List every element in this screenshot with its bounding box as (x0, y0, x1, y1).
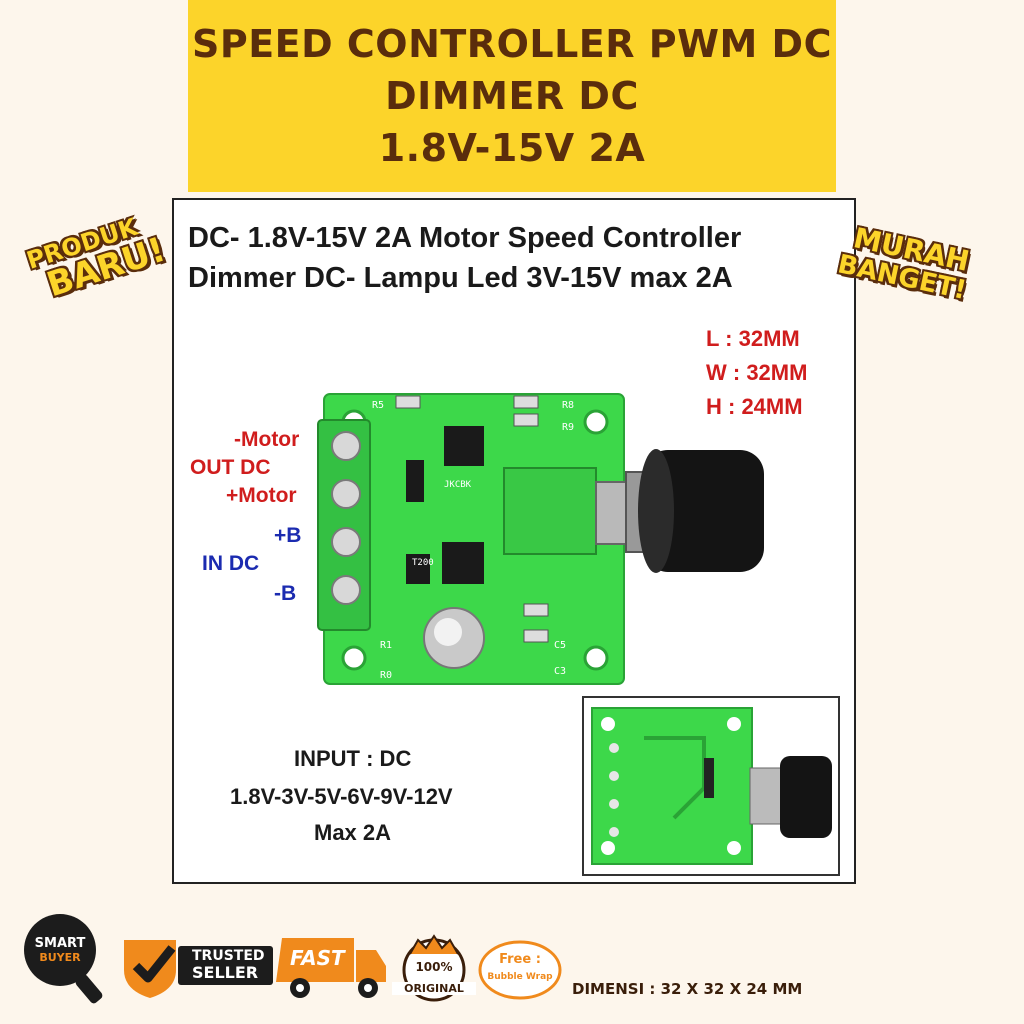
label-in-dc: IN DC (202, 552, 260, 575)
product-photo: DC- 1.8V-15V 2A Motor Speed Controller D… (172, 198, 856, 884)
silk-r1: R1 (380, 640, 393, 651)
seller-text: SELLER (192, 963, 259, 982)
badge-free-bubble-wrap: Free : Bubble Wrap (478, 940, 562, 1000)
sticker-produk-baru: PRODUK BARU! (23, 207, 170, 309)
badge-fast: FAST (272, 932, 390, 1006)
badge-original: 100% ORIGINAL (392, 930, 476, 1006)
label-plus-b: +B (274, 524, 302, 547)
photo-header-line-2: Dimmer DC- Lampu Led 3V-15V max 2A (188, 262, 733, 294)
bubble-icon (478, 940, 562, 1000)
bubble-wrap-text: Bubble Wrap (487, 972, 553, 982)
buyer-text: BUYER (39, 951, 81, 964)
photo-header-line-1: DC- 1.8V-15V 2A Motor Speed Controller (188, 222, 742, 254)
label-minus-motor: -Motor (234, 428, 300, 451)
label-plus-motor: +Motor (226, 484, 297, 507)
input-line-1: INPUT : DC (294, 746, 412, 771)
free-text: Free : (499, 952, 541, 967)
dimension-height: H : 24MM (706, 394, 803, 419)
title-line-1: SPEED CONTROLLER PWM DC (191, 22, 832, 66)
silk-c5: C5 (554, 640, 567, 651)
truck-icon (276, 938, 386, 998)
pcb-board-image (317, 393, 764, 685)
trusted-text: TRUSTED (192, 948, 265, 964)
silk-c3: C3 (554, 666, 567, 677)
shield-check-icon (124, 940, 176, 998)
silk-r0: R0 (380, 670, 393, 681)
fast-text: FAST (290, 946, 345, 970)
magnifier-icon (24, 914, 103, 1004)
original-percent: 100% (415, 960, 453, 974)
badge-trusted-seller: TRUSTED SELLER (114, 936, 273, 998)
silk-jkcbk: JKCBK (444, 480, 472, 490)
label-minus-b: -B (274, 582, 297, 605)
sticker-murah-banget: MURAH BANGET! (835, 219, 975, 306)
label-out-dc: OUT DC (190, 456, 271, 479)
title-banner: SPEED CONTROLLER PWM DC DIMMER DC 1.8V-1… (188, 0, 836, 192)
input-line-2: 1.8V-3V-5V-6V-9V-12V (230, 784, 453, 809)
dimensi-text: DIMENSI : 32 X 32 X 24 MM (572, 980, 803, 998)
silk-t200: T200 (412, 558, 434, 568)
badge-smart-buyer: SMART BUYER (22, 912, 103, 1004)
back-side-inset (582, 696, 840, 876)
original-text: ORIGINAL (392, 982, 476, 995)
pcb-back-image (591, 707, 832, 865)
dimension-length: L : 32MM (706, 326, 800, 351)
title-line-3: 1.8V-15V 2A (378, 126, 646, 170)
silk-r8: R8 (562, 400, 575, 411)
input-line-3: Max 2A (314, 820, 392, 845)
silk-r9: R9 (562, 422, 575, 433)
smart-text: SMART (34, 936, 86, 951)
title-line-2: DIMMER DC (385, 74, 639, 118)
dimension-width: W : 32MM (706, 360, 808, 385)
silk-r5: R5 (372, 400, 385, 411)
